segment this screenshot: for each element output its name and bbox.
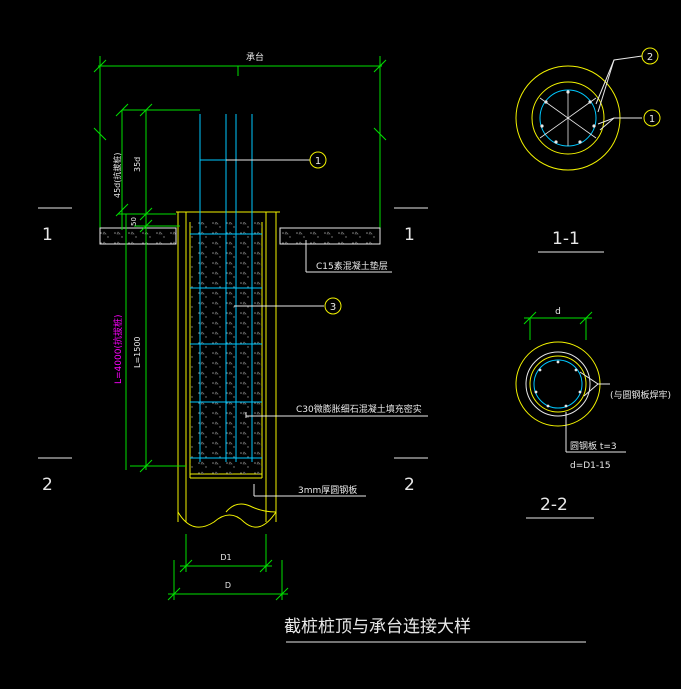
drawing-title: 截桩桩顶与承台连接大样 xyxy=(284,617,471,637)
anchor-dimension xyxy=(115,103,200,473)
callout-2-section xyxy=(641,47,659,65)
section-1-left: 1 xyxy=(42,225,53,245)
weld-note: (与圆钢板焊牢) xyxy=(610,389,671,401)
anchor-35d-label: 35d xyxy=(133,157,142,172)
dim-50-label: 50 xyxy=(130,217,138,226)
rebar-stirrups xyxy=(190,233,262,459)
section-markers xyxy=(38,207,428,459)
leader-lines-main xyxy=(226,159,428,497)
section-2-right: 2 xyxy=(404,475,415,495)
callout-1-section xyxy=(643,109,661,127)
section-1-1-title: 1-1 xyxy=(552,229,580,249)
dim-d-label: D xyxy=(225,581,231,590)
callout-1-main-label: 1 xyxy=(315,156,321,167)
c15-label: C15素混凝土垫层 xyxy=(316,260,388,272)
section-2-2-title: 2-2 xyxy=(540,495,568,515)
anchor-45d-label: 45d(抗拔桩) xyxy=(112,153,122,199)
c15-cushion-left xyxy=(99,227,177,245)
ring-plate-label: 圆钢板 t=3 xyxy=(570,440,617,452)
callout-3-main-label: 3 xyxy=(330,302,336,313)
bottom-dimensions xyxy=(167,534,289,601)
dim-small-d-label: d xyxy=(555,307,561,317)
section-1-1 xyxy=(515,55,643,171)
callout-1-main xyxy=(309,151,327,169)
plate-3mm-label: 3mm厚圆钢板 xyxy=(298,484,357,496)
cap-label: 承台 xyxy=(246,51,264,63)
callout-1-section-label: 1 xyxy=(649,114,655,125)
callout-2-section-label: 2 xyxy=(647,52,653,63)
c30-label: C30微膨胀细石混凝土填充密实 xyxy=(296,403,422,415)
section-2-left: 2 xyxy=(42,475,53,495)
length-main-label: L=4000(抗拔桩) xyxy=(112,315,124,384)
cap-dimension xyxy=(93,56,387,228)
section-1-right: 1 xyxy=(404,225,415,245)
dim-d1-label: D1 xyxy=(220,553,231,562)
length-sub-label: L=1500 xyxy=(133,336,142,368)
d-formula-label: d=D1-15 xyxy=(570,461,611,471)
callout-3-main xyxy=(324,297,342,315)
section-2-2 xyxy=(515,311,626,453)
c15-cushion-right xyxy=(279,227,381,245)
